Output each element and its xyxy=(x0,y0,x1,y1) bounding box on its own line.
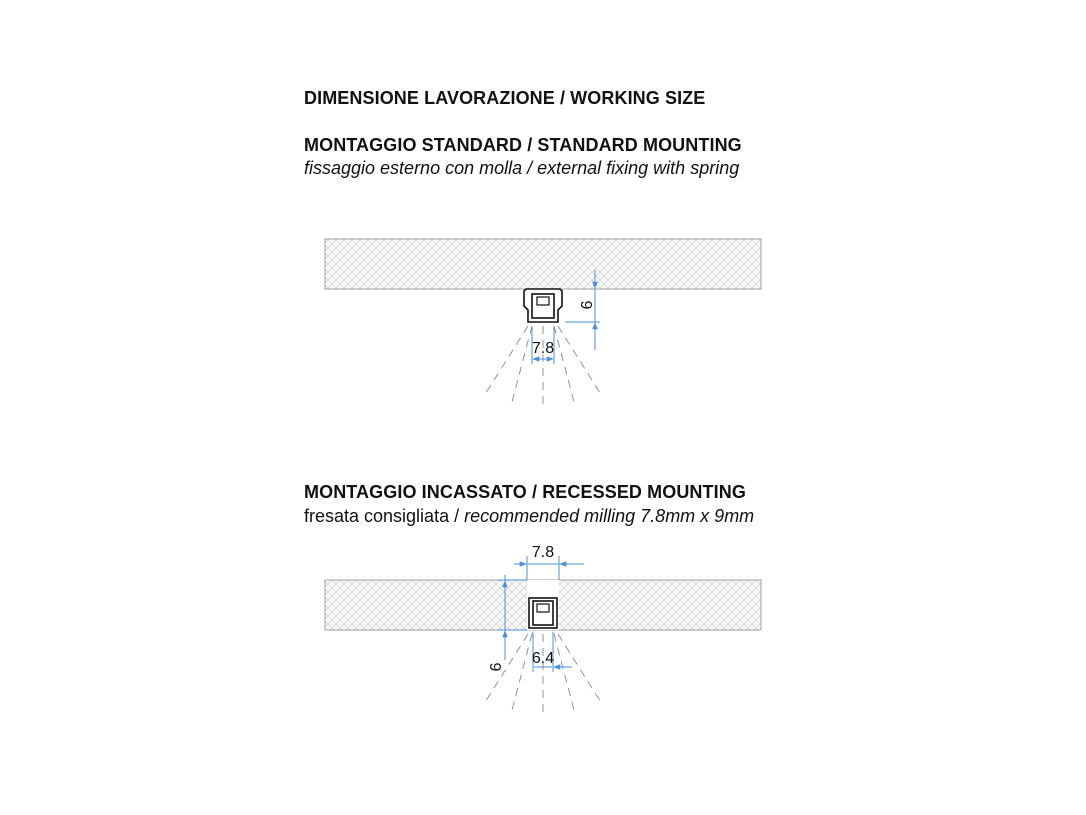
recessed-diagram: 7.8 6.4 9 xyxy=(324,544,762,712)
recessed-mounting-title: MONTAGGIO INCASSATO / RECESSED MOUNTING xyxy=(304,482,746,502)
recessed-profile-width-label: 6.4 xyxy=(532,650,554,667)
recessed-profile-width-dimension xyxy=(532,632,572,672)
recessed-height-label: 9 xyxy=(486,663,503,672)
recessed-subtitle-italic: recommended milling 7.8mm x 9mm xyxy=(464,506,755,526)
standard-height-dimension xyxy=(565,270,600,350)
standard-height-label: 9 xyxy=(577,301,594,310)
standard-profile xyxy=(523,288,563,323)
standard-diagram: 7.8 9 xyxy=(324,238,762,404)
standard-light-rays xyxy=(483,325,603,404)
standard-width-dimension xyxy=(531,326,555,364)
page-title: DIMENSIONE LAVORAZIONE / WORKING SIZE xyxy=(304,88,706,108)
recessed-profile xyxy=(528,597,558,629)
recessed-mounting-subtitle: fresata consigliata / recommended millin… xyxy=(304,506,754,527)
standard-width-label: 7.8 xyxy=(532,340,554,357)
standard-mounting-subtitle: fissaggio esterno con molla / external f… xyxy=(304,158,740,178)
standard-panel xyxy=(324,238,762,290)
recessed-subtitle-plain: fresata consigliata / xyxy=(304,506,465,526)
standard-mounting-title: MONTAGGIO STANDARD / STANDARD MOUNTING xyxy=(304,135,742,155)
recessed-groove-width-dimension xyxy=(514,556,584,580)
recessed-groove-width-label: 7.8 xyxy=(532,544,554,561)
recessed-height-dimension xyxy=(498,575,527,660)
recessed-light-rays xyxy=(483,633,603,712)
